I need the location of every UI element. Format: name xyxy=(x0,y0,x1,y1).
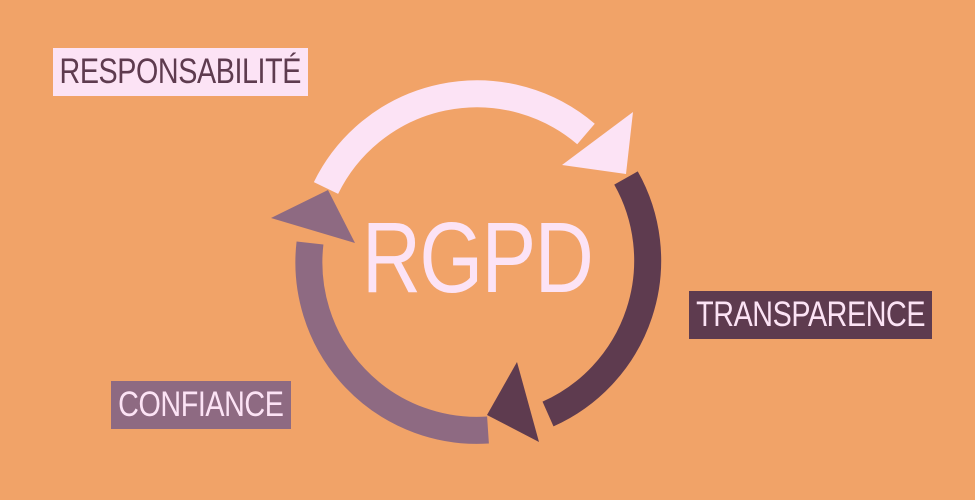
arrowhead-transparence xyxy=(487,362,539,442)
arc-responsabilite xyxy=(313,80,595,195)
label-responsabilite: RESPONSABILITÉ xyxy=(53,48,308,96)
label-confiance-text: CONFIANCE xyxy=(118,385,284,424)
label-responsabilite-text: RESPONSABILITÉ xyxy=(59,52,302,91)
label-transparence: TRANSPARENCE xyxy=(689,291,932,339)
arrowhead-responsabilite xyxy=(562,112,633,174)
arc-confiance xyxy=(295,241,489,444)
center-title: RGPD xyxy=(361,202,594,314)
arrowhead-confiance xyxy=(271,190,355,243)
label-confiance: CONFIANCE xyxy=(111,381,291,429)
label-transparence-text: TRANSPARENCE xyxy=(696,295,925,334)
arc-transparence xyxy=(542,171,662,427)
